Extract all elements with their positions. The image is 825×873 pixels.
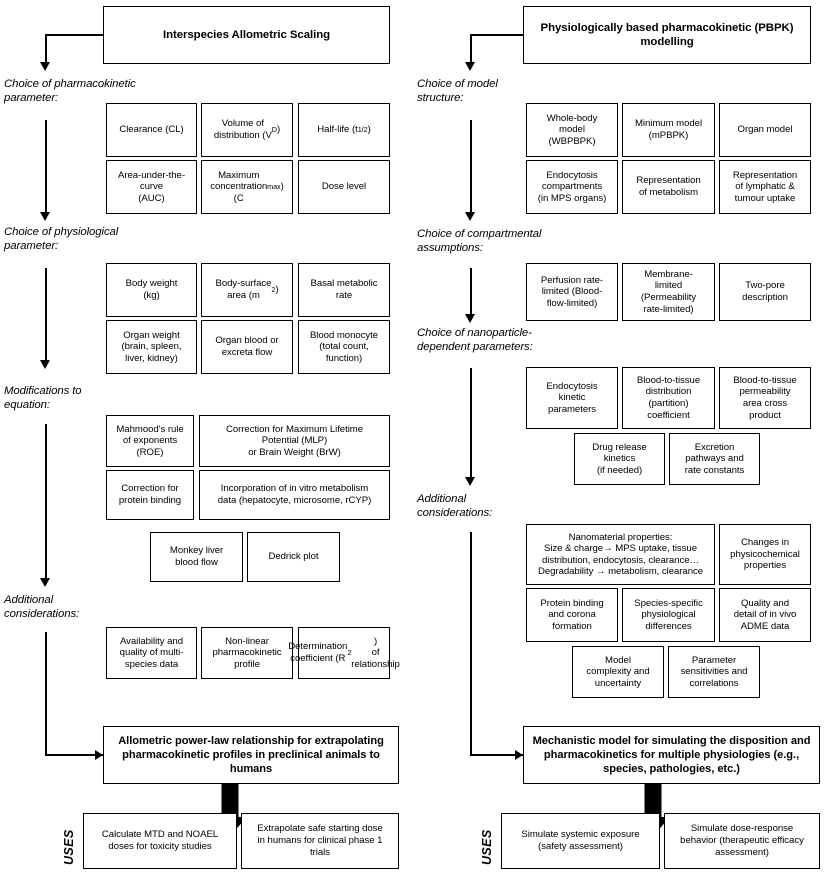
title-connector-horizontal xyxy=(470,34,523,36)
stage-line-4 xyxy=(45,632,47,755)
title-connector-horizontal xyxy=(45,34,103,36)
uses-label: USES xyxy=(480,829,494,865)
stage-label-nanoparticle-parameters: Choice of nanoparticle- dependent parame… xyxy=(417,327,533,353)
stage-arrow-4 xyxy=(464,477,475,486)
summary-text: Allometric power-law relationship for ex… xyxy=(118,735,384,775)
stage-line-2 xyxy=(45,268,47,366)
stage-label-modifications: Modifications to equation: xyxy=(4,385,82,411)
node-auc: Area-under-the-curve(AUC) xyxy=(106,160,197,214)
summary-connector-horizontal xyxy=(45,754,103,756)
stage-label-additional-considerations: Additional considerations: xyxy=(417,493,493,519)
stage-label-additional-considerations: Additional considerations: xyxy=(4,594,80,620)
title-connector-vertical xyxy=(45,34,47,68)
node-organ-model: Organ model xyxy=(719,103,811,157)
column-title-text: Interspecies Allometric Scaling xyxy=(162,29,331,41)
node-body-weight: Body weight(kg) xyxy=(106,263,197,317)
column-title-box: Interspecies Allometric Scaling xyxy=(103,6,390,64)
stage-line-3 xyxy=(45,424,47,584)
stage-arrow-4 xyxy=(39,578,50,587)
node-blood-monocyte: Blood monocyte(total count,function) xyxy=(298,320,390,374)
stage-label-model-structure: Choice of model structure: xyxy=(417,78,498,104)
summary-box: Allometric power-law relationship for ex… xyxy=(103,726,399,784)
summary-text: Mechanistic model for simulating the dis… xyxy=(532,735,811,775)
node-dedrick-plot: Dedrick plot xyxy=(247,532,340,582)
stage-line-1 xyxy=(45,120,47,218)
stage-label-pk-parameter: Choice of pharmacokinetic parameter: xyxy=(4,78,136,104)
column-title-box: Physiologically based pharmacokinetic (P… xyxy=(523,6,811,64)
stage-arrow-2 xyxy=(39,212,50,221)
uses-box-simulate-systemic-exposure: Simulate systemic exposure(safety assess… xyxy=(501,813,660,869)
column-title-text: Physiologically based pharmacokinetic (P… xyxy=(540,22,794,48)
summary-box: Mechanistic model for simulating the dis… xyxy=(523,726,820,784)
summary-arrow xyxy=(95,750,103,760)
stage-line-4 xyxy=(470,532,472,755)
stage-line-3 xyxy=(470,368,472,483)
summary-arrow xyxy=(515,750,523,760)
summary-connector-horizontal xyxy=(470,754,523,756)
stage-arrow-3 xyxy=(39,360,50,369)
node-nanomaterial-properties: Nanomaterial properties: Size & charge→ … xyxy=(526,524,715,585)
column-allometric-scaling: Interspecies Allometric Scaling Choice o… xyxy=(0,0,412,873)
stage-label-compartmental-assumptions: Choice of compartmental assumptions: xyxy=(417,228,542,254)
title-connector-vertical xyxy=(470,34,472,68)
nanomaterial-properties-text: Nanomaterial properties: Size & charge→ … xyxy=(537,531,704,577)
node-clearance: Clearance (CL) xyxy=(106,103,197,157)
stage-label-physiological-parameter: Choice of physiological parameter: xyxy=(4,226,119,252)
stage-arrow-2 xyxy=(464,212,475,221)
node-organ-weight: Organ weight(brain, spleen,liver, kidney… xyxy=(106,320,197,374)
column-pbpk-modelling: Physiologically based pharmacokinetic (P… xyxy=(413,0,825,873)
stage-arrow-1 xyxy=(39,62,50,71)
stage-line-1 xyxy=(470,120,472,218)
stage-line-2 xyxy=(470,268,472,320)
stage-arrow-1 xyxy=(464,62,475,71)
node-dose-level: Dose level xyxy=(298,160,390,214)
uses-label: USES xyxy=(62,829,76,865)
stage-arrow-3 xyxy=(464,314,475,323)
node-minimum-model: Minimum model(mPBPK) xyxy=(622,103,715,157)
node-perfusion-rate-limited: Perfusion rate-limited (Blood-flow-limit… xyxy=(526,263,618,321)
